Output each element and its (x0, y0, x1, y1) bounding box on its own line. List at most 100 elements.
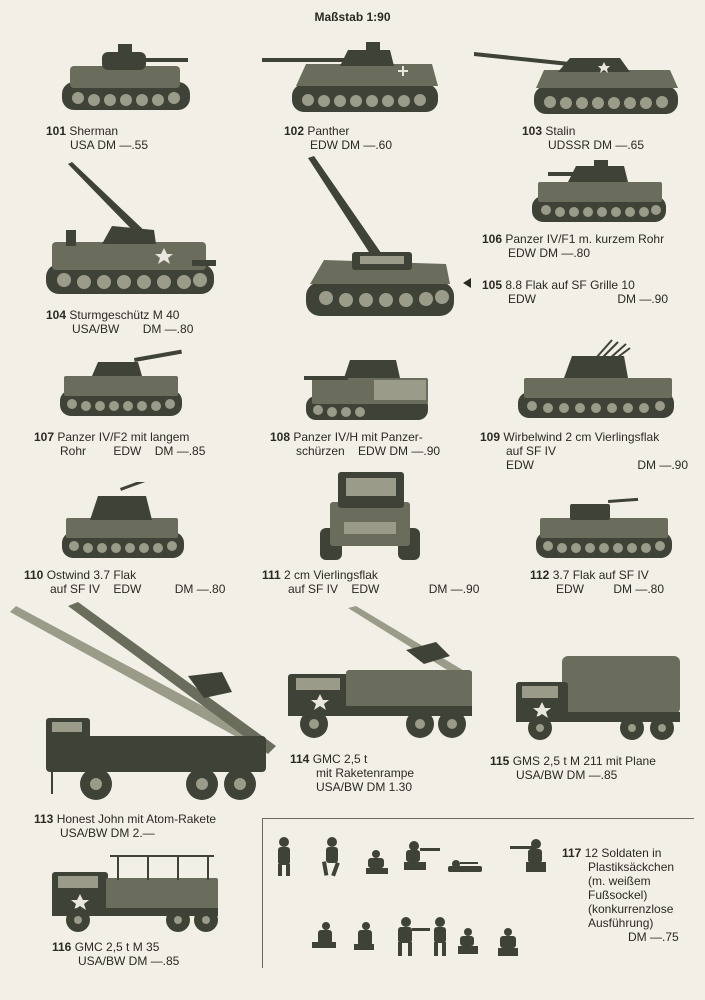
item-number: 116 (52, 940, 72, 954)
item-name-cont: auf SF IV (50, 582, 101, 596)
caption-113: 113 Honest John mit Atom-Rakete USA/BW D… (34, 812, 216, 840)
soldiers-figures-image (270, 834, 560, 964)
item-price: USA/BW DM —.85 (516, 768, 618, 782)
item-number: 101 (46, 124, 67, 138)
wirbelwind-image (516, 338, 678, 424)
item-name: Wirbelwind 2 cm Vierlingsflak (503, 430, 660, 444)
item-number: 102 (284, 124, 305, 138)
caption-104: 104 Sturmgeschütz M 40 USA/BW DM —.80 (46, 308, 193, 336)
item-owner: EDW (113, 582, 142, 596)
item-price: DM —.90 (617, 292, 669, 306)
item-desc-2: (m. weißem (588, 874, 651, 888)
item-name-cont: auf SF IV (506, 444, 557, 458)
item-price: DM —.85 (154, 444, 206, 458)
item-price: USA/BW DM 2.— (60, 826, 155, 840)
item-number: 107 (34, 430, 55, 444)
item-name: Ostwind 3.7 Flak (46, 568, 137, 582)
item-price: DM —.80 (142, 322, 194, 336)
item-number: 103 (522, 124, 543, 138)
item-price: USA/BW DM —.85 (78, 954, 180, 968)
page-title: Maßstab 1:90 (314, 10, 391, 24)
item-desc-3: Fußsockel) (588, 888, 648, 902)
caption-112: 112 3.7 Flak auf SF IV EDW DM —.80 (530, 568, 664, 596)
section-divider-horizontal (262, 818, 694, 819)
caption-108: 108 Panzer IV/H mit Panzer- schürzen EDW… (270, 430, 440, 458)
item-number: 111 (262, 568, 281, 582)
item-number: 108 (270, 430, 291, 444)
item-name: Panzer IV/H mit Panzer- (293, 430, 423, 444)
item-name: Panther (307, 124, 350, 138)
item-name: GMC 2,5 t (312, 752, 368, 766)
item-owner: EDW (113, 444, 142, 458)
item-name-cont: auf SF IV (288, 582, 339, 596)
item-price: DM —.75 (628, 930, 679, 944)
item-desc-4: (konkurrenzlose (588, 902, 674, 916)
item-number: 110 (24, 568, 44, 582)
caption-105: 105 8.8 Flak auf SF Grille 10 EDW DM —.9… (482, 278, 668, 306)
vierlingsflak-image (316, 466, 424, 562)
caption-109: 109 Wirbelwind 2 cm Vierlingsflak auf SF… (480, 430, 688, 472)
gmc-m35-image (48, 852, 224, 934)
item-owner: EDW (506, 458, 534, 472)
item-number: 115 (490, 754, 510, 768)
item-name: 2 cm Vierlingsflak (284, 568, 378, 582)
item-owner: EDW (351, 582, 380, 596)
item-name: Panzer IV/F1 m. kurzem Rohr (505, 232, 665, 246)
item-name: Honest John mit Atom-Rakete (56, 812, 217, 826)
flak-37-sf-iv-image (534, 496, 674, 562)
item-name: 3.7 Flak auf SF IV (552, 568, 649, 582)
panzer-iv-f1-image (528, 156, 670, 228)
sherman-tank-image (56, 38, 196, 118)
item-price: DM —.80 (613, 582, 665, 596)
item-name: 8.8 Flak auf SF Grille 10 (505, 278, 635, 292)
ostwind-image (60, 482, 186, 562)
item-name: Sturmgeschütz M 40 (69, 308, 180, 322)
item-name-cont: mit Raketenrampe (316, 766, 415, 780)
item-price: DM —.90 (637, 458, 689, 472)
item-price: DM —.90 (428, 582, 480, 596)
item-price: USA/BW DM 1.30 (316, 780, 413, 794)
stalin-tank-image (474, 42, 684, 120)
item-price: EDW DM —.90 (358, 444, 441, 458)
item-price: EDW DM —.80 (508, 246, 591, 260)
caption-115: 115 GMS 2,5 t M 211 mit Plane USA/BW DM … (490, 754, 656, 782)
item-number: 106 (482, 232, 503, 246)
caption-106: 106 Panzer IV/F1 m. kurzem Rohr EDW DM —… (482, 232, 664, 260)
item-desc-5: Ausführung) (588, 916, 654, 930)
caption-110: 110 Ostwind 3.7 Flak auf SF IV EDW DM —.… (24, 568, 225, 596)
pointer-arrow-icon (463, 278, 471, 288)
item-number: 112 (530, 568, 550, 582)
item-number: 114 (290, 752, 310, 766)
caption-117: 117 12 Soldaten in Plastiksäckchen (m. w… (562, 846, 679, 944)
caption-102: 102 Panther EDW DM —.60 (284, 124, 392, 152)
gmc-raketenrampe-image (286, 606, 478, 744)
item-price: USA DM —.55 (70, 138, 149, 152)
item-desc-1: Plastiksäckchen (588, 860, 675, 874)
item-name: GMS 2,5 t M 211 mit Plane (512, 754, 656, 768)
caption-111: 111 2 cm Vierlingsflak auf SF IV EDW DM … (262, 568, 479, 596)
item-owner: EDW (508, 292, 536, 306)
item-name: 12 Soldaten in (584, 846, 662, 860)
gms-m211-plane-image (512, 652, 684, 744)
panzer-iv-h-image (304, 350, 432, 424)
item-name: Panzer IV/F2 mit langem (57, 430, 190, 444)
item-owner: EDW (556, 582, 584, 596)
sturmgeschuetz-m40-image (42, 160, 218, 300)
item-number: 104 (46, 308, 67, 322)
caption-101: 101 Sherman USA DM —.55 (46, 124, 148, 152)
item-number: 109 (480, 430, 501, 444)
section-divider-vertical (262, 818, 263, 968)
panzer-iv-f2-image (58, 348, 186, 422)
item-owner: USA/BW (72, 322, 120, 336)
item-price: UDSSR DM —.65 (548, 138, 645, 152)
flak-grille-image (300, 156, 460, 322)
honest-john-rocket-image (8, 602, 278, 808)
item-name: GMC 2,5 t M 35 (74, 940, 160, 954)
caption-103: 103 Stalin UDSSR DM —.65 (522, 124, 644, 152)
caption-107: 107 Panzer IV/F2 mit langem Rohr EDW DM … (34, 430, 205, 458)
panther-tank-image (262, 38, 444, 118)
item-number: 117 (562, 846, 582, 860)
item-name: Stalin (545, 124, 576, 138)
item-price: EDW DM —.60 (310, 138, 393, 152)
item-number: 105 (482, 278, 503, 292)
